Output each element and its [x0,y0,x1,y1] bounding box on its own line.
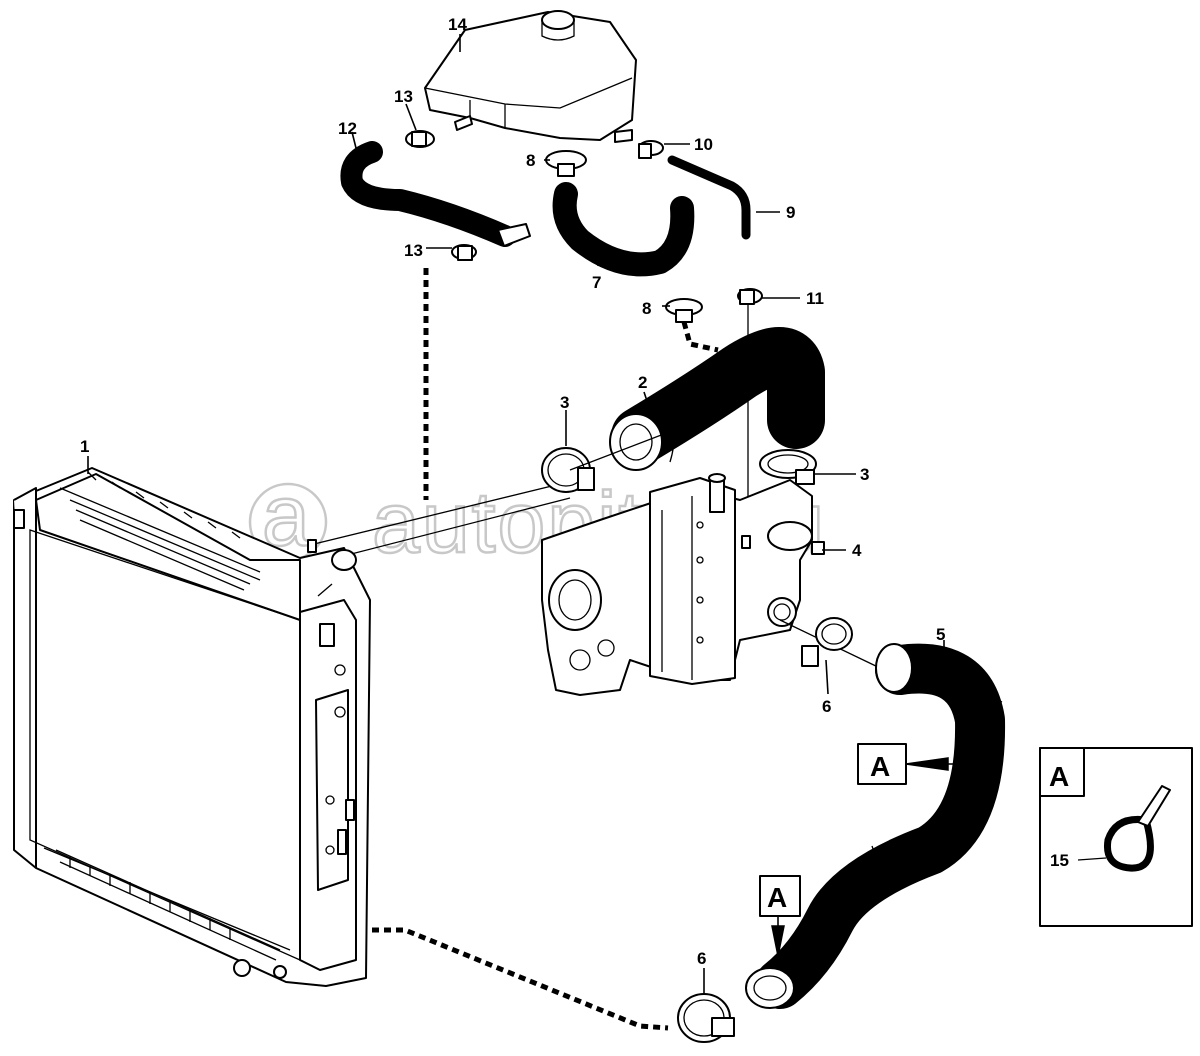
clamp-11 [737,288,763,305]
callout-7: 7 [592,273,601,292]
svg-text:A: A [767,882,787,913]
centerline-a [569,423,691,471]
clamp-13-top [405,130,435,148]
callout-9: 9 [786,203,795,222]
detail-box-label: A [1049,761,1069,792]
callout-8-top: 8 [526,151,535,170]
clamp-8-top [545,150,587,177]
callout-2: 2 [638,373,647,392]
callout-11: 11 [806,289,824,308]
clamp-6-upper [801,617,853,667]
callout-13-top: 13 [394,87,413,106]
callout-12: 12 [338,119,357,138]
callout-14: 14 [448,15,467,34]
callout-1: 1 [80,437,89,456]
callout-numbers: 1 2 3 3 4 5 6 6 7 8 8 9 10 11 12 13 13 1… [80,15,1069,968]
hose-5 [745,643,1006,1009]
hose-7 [552,182,695,277]
callout-6-lower: 6 [697,949,706,968]
detail-box-a: A [1039,747,1193,927]
svg-text:A: A [870,751,890,782]
clamp-6-lower [677,993,735,1043]
callout-5: 5 [936,625,945,644]
callout-3-right: 3 [860,465,869,484]
section-marker-a-2: A [759,875,801,958]
leader-lines [87,34,945,994]
dash-line-8 [681,321,719,353]
radiator [13,467,371,987]
hose-2 [609,327,825,471]
clamp-10 [638,140,664,159]
hose-12 [340,141,531,247]
radiator-outlet-pipe [309,483,571,563]
expansion-tank [424,10,637,143]
callout-8-lower: 8 [642,299,651,318]
callout-3-left: 3 [560,393,569,412]
clamp-3-right [759,449,817,485]
callout-4: 4 [852,541,862,560]
clamp-8-lower [665,298,703,323]
callout-13-lower: 13 [404,241,423,260]
thermostat-housing [541,473,825,696]
clamp-3-left [541,447,595,493]
callout-10: 10 [694,135,713,154]
callout-6-upper: 6 [822,697,831,716]
section-marker-a-1: A [857,743,958,785]
dash-line-bottom [372,927,669,1031]
clamp-13-lower [451,244,477,261]
callout-15: 15 [1050,851,1069,870]
